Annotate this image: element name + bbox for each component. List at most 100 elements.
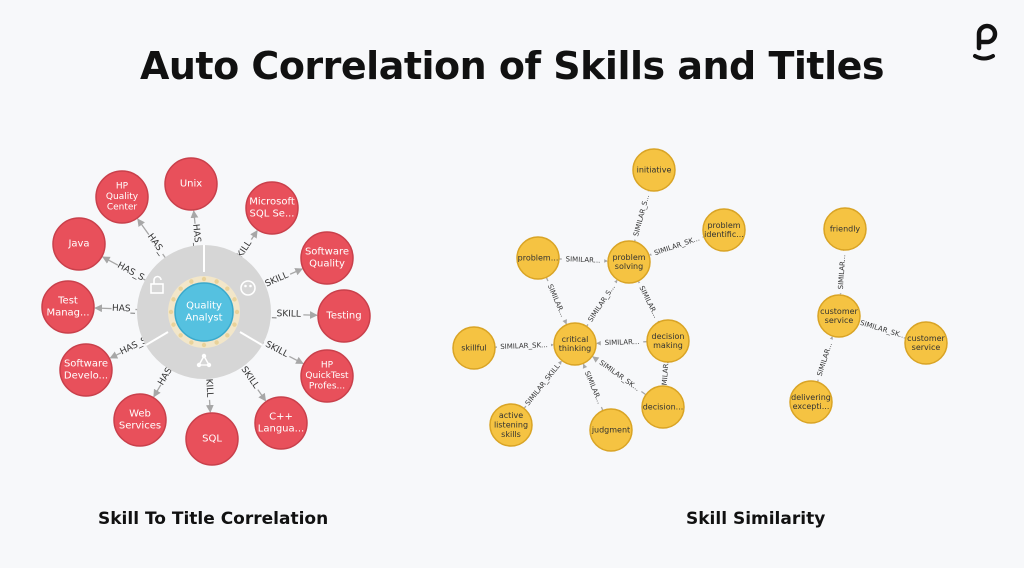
edge-problem-probsolving-label-bg: [561, 254, 605, 266]
edge-qa-testmgr-label-bg: [111, 302, 136, 316]
node-cpp[interactable]: [254, 396, 308, 450]
node-sql-label: SQL: [202, 434, 222, 445]
node-hpqtp[interactable]: [300, 349, 354, 403]
hub-inner-dot: [168, 309, 174, 315]
node-initiative[interactable]: [632, 148, 676, 192]
node-critical-label: critical: [562, 335, 589, 344]
edge-decmaking-probsolving-label: SIMILAR...: [637, 285, 660, 320]
edge-qa-testmgr-label: HAS_: [112, 304, 136, 315]
share-icon-node: [206, 362, 212, 368]
edge-judgment-critical-label-group: SIMILAR...: [580, 365, 606, 409]
edge-probident-probsolving-label-group: SIMILAR_SK...: [649, 232, 705, 260]
share-icon-node: [196, 362, 202, 368]
node-unix[interactable]: [164, 157, 218, 211]
edge-critical-probsolving-label-group: SIMILAR_S...: [583, 279, 620, 328]
node-active[interactable]: [489, 403, 533, 447]
node-delivering[interactable]: [789, 380, 833, 424]
node-hpqtp-label: HP: [321, 360, 334, 370]
palette-icon-outline: [240, 280, 256, 296]
node-swq-label: Quality: [309, 258, 345, 269]
hub-inner-dot: [225, 286, 230, 291]
node-cpp-label: Langua...: [258, 423, 304, 434]
node-testmgr[interactable]: [41, 280, 95, 334]
node-testing[interactable]: [317, 289, 371, 343]
edge-decmaking-critical-label: SIMILAR...: [604, 338, 639, 347]
edge-decision2-critical-label: SIMILAR_SK...: [598, 359, 641, 393]
node-testmgr-label: Manag...: [46, 307, 89, 318]
node-swq-label: Software: [305, 247, 349, 258]
caption-skill-similarity: Skill Similarity: [686, 509, 826, 529]
node-swq[interactable]: [300, 231, 354, 285]
node-problem[interactable]: [516, 236, 560, 280]
edge-qa-unix-label-bg: [188, 223, 204, 249]
node-decision2[interactable]: [641, 385, 685, 429]
edge-problem-critical-label-group: SIMILAR...: [543, 279, 570, 322]
hub-inner-dot: [189, 279, 194, 284]
edge-qa-testing-label-group: _SKILL: [269, 307, 304, 322]
node-custsvc2-label: service: [912, 343, 941, 352]
caption-skill-to-title: Skill To Title Correlation: [98, 509, 329, 529]
node-custsvc-label: customer: [820, 307, 858, 316]
node-probident-label: problem: [707, 221, 740, 230]
edge-qa-testing-label: _SKILL: [271, 309, 301, 320]
edge-decision2-decmaking-label: SIMILAR...: [660, 357, 671, 392]
hub-inner-dot: [232, 322, 237, 327]
edge-qa-swq-label-bg: [261, 268, 293, 292]
hub-ring-divider: [239, 331, 263, 346]
node-swdev[interactable]: [59, 343, 113, 397]
edge-qa-hpqtp-label-bg: [260, 337, 293, 362]
node-mssql[interactable]: [245, 181, 299, 235]
edge-delivering-custsvc-label-bg: [813, 337, 837, 382]
node-probident[interactable]: [702, 208, 746, 252]
edge-skillful-critical-label-bg: [496, 340, 552, 352]
edge-qa-sql-label-bg: [201, 375, 216, 401]
edge-custsvc2-custsvc-label: SIMILAR_SK...: [859, 319, 907, 341]
node-active-label: skills: [501, 430, 521, 439]
hub-inner-dot: [178, 286, 183, 291]
node-friendly-label: friendly: [830, 225, 861, 234]
node-problem-label: problem...: [518, 254, 559, 263]
node-custsvc-label: service: [825, 316, 854, 325]
edge-decmaking-critical-label-group: SIMILAR...: [600, 336, 644, 349]
node-skillful[interactable]: [452, 326, 496, 370]
share-network-icon[interactable]: [196, 353, 212, 368]
edge-custsvc2-custsvc-label-group: SIMILAR_SK...: [855, 316, 911, 343]
node-delivering-label: delivering: [791, 393, 831, 402]
node-judgment[interactable]: [589, 408, 633, 452]
node-hpqtp-label: QuickTest: [305, 371, 349, 381]
edge-friendly-custsvc-label: SIMILAR...: [837, 254, 847, 289]
node-probsolving-label: solving: [615, 262, 643, 271]
node-friendly[interactable]: [823, 207, 867, 251]
edge-active-critical-label-bg: [522, 360, 564, 410]
palette-icon[interactable]: [240, 280, 256, 296]
edge-decision2-critical-label-bg: [594, 356, 645, 396]
edge-qa-cpp-label-bg: [236, 362, 263, 394]
node-critical[interactable]: [553, 322, 597, 366]
palette-icon-dot: [244, 284, 247, 288]
node-unix-label: Unix: [180, 179, 202, 190]
node-custsvc[interactable]: [817, 294, 861, 338]
node-active-label: listening: [494, 421, 528, 430]
hub-inner-dot: [214, 340, 219, 345]
node-probident-label: identific...: [704, 230, 744, 239]
edge-initiative-probsolving-label: SIMILAR_S...: [632, 194, 651, 238]
edge-custsvc2-custsvc-label-bg: [855, 316, 911, 343]
node-java-label: Java: [67, 239, 89, 250]
edge-critical-probsolving-label-bg: [583, 279, 620, 328]
node-hpqtp-label: Profes...: [309, 382, 345, 392]
node-decmaking[interactable]: [646, 319, 690, 363]
edge-problem-critical-label-bg: [543, 279, 570, 322]
unlock-icon[interactable]: [150, 275, 164, 294]
node-sql[interactable]: [185, 412, 239, 466]
node-java[interactable]: [52, 217, 106, 271]
node-custsvc2[interactable]: [904, 321, 948, 365]
node-mssql-label: SQL Se...: [249, 208, 294, 219]
node-web[interactable]: [113, 393, 167, 447]
hub-inner-dot: [201, 342, 207, 348]
node-hpqc[interactable]: [95, 170, 149, 224]
node-probsolving[interactable]: [607, 240, 651, 284]
node-quality-analyst[interactable]: [174, 282, 234, 342]
edge-initiative-probsolving-label-group: SIMILAR_S...: [630, 190, 653, 242]
